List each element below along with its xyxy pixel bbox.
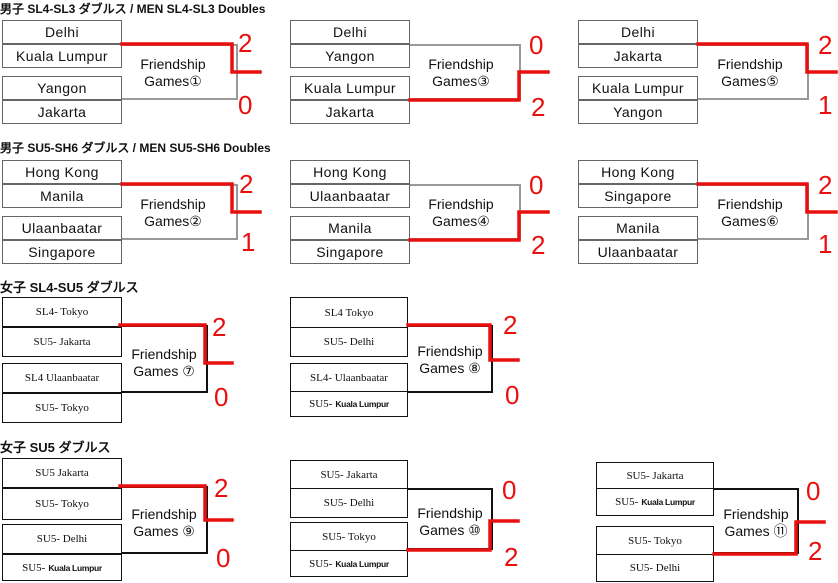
- team-slot: SU5- Tokyo: [596, 526, 714, 556]
- score-top: 2: [238, 28, 253, 58]
- team-slot: Yangon: [578, 100, 698, 124]
- score-bottom: 0: [238, 90, 253, 120]
- team-slot: Jakarta: [2, 100, 122, 124]
- team-slot: Ulaanbaatar: [2, 216, 122, 240]
- team-slot: SU5- Delhi: [290, 488, 408, 518]
- team-slot: Jakarta: [290, 100, 410, 124]
- team-slot: SL4 Tokyo: [290, 297, 408, 329]
- team-slot: SU5- Jakarta: [596, 462, 714, 490]
- score-bottom: 2: [504, 542, 519, 572]
- team-slot: SU5- Tokyo: [2, 488, 122, 520]
- team-slot: Yangon: [2, 76, 122, 100]
- team-slot: Manila: [290, 216, 410, 240]
- winner-path-games-6: [696, 182, 838, 214]
- winner-path-games-3: [408, 70, 550, 102]
- score-top: 2: [818, 170, 833, 200]
- score-bottom: 2: [531, 230, 546, 260]
- score-top: 0: [502, 475, 517, 505]
- team-slot: Hong Kong: [290, 160, 410, 184]
- team-slot: Singapore: [2, 240, 122, 264]
- winner-path-games-9: [118, 484, 234, 522]
- team-slot: Delhi: [290, 20, 410, 44]
- team-slot: Singapore: [578, 184, 698, 208]
- team-slot: Kuala Lumpur: [290, 76, 410, 100]
- team-slot: SU5-Kuala Lumpur: [290, 391, 408, 417]
- team-slot: Yangon: [290, 44, 410, 68]
- team-slot: Singapore: [290, 240, 410, 264]
- winner-path-games-2: [120, 182, 262, 214]
- team-slot: Kuala Lumpur: [578, 76, 698, 100]
- winner-path-games-4: [408, 210, 550, 242]
- score-bottom: 1: [818, 90, 833, 120]
- section-title-men-su5-sh6: 男子 SU5-SH6 ダブルス / MEN SU5-SH6 Doubles: [0, 141, 271, 155]
- score-top: 2: [212, 312, 227, 342]
- team-slot: SU5- Delhi: [290, 327, 408, 357]
- team-slot: SU5-Kuala Lumpur: [596, 488, 714, 516]
- team-slot: Kuala Lumpur: [2, 44, 122, 68]
- team-slot: SL4 Ulaanbaatar: [2, 363, 122, 393]
- team-slot: Hong Kong: [2, 160, 122, 184]
- team-slot: SU5- Delhi: [2, 524, 122, 554]
- winner-path-games-11: [712, 520, 826, 556]
- score-bottom: 0: [505, 380, 520, 410]
- team-slot: SL4- Ulaanbaatar: [290, 363, 408, 393]
- winner-path-games-5: [696, 42, 838, 74]
- team-slot: Ulaanbaatar: [290, 184, 410, 208]
- team-slot: Delhi: [2, 20, 122, 44]
- section-title-women-su5: 女子 SU5 ダブルス: [0, 440, 111, 455]
- team-slot: SU5-Kuala Lumpur: [2, 554, 122, 581]
- team-slot: SU5- Tokyo: [290, 522, 408, 552]
- team-slot: SU5- Delhi: [596, 554, 714, 582]
- score-bottom: 0: [216, 543, 231, 573]
- score-top: 2: [214, 473, 229, 503]
- winner-path-games-1: [120, 42, 262, 74]
- team-slot: SL4- Tokyo: [2, 297, 122, 327]
- team-slot: Hong Kong: [578, 160, 698, 184]
- score-bottom: 1: [241, 227, 256, 257]
- team-slot: SU5 Jakarta: [2, 458, 122, 488]
- team-slot: Delhi: [578, 20, 698, 44]
- score-bottom: 0: [214, 382, 229, 412]
- score-top: 0: [529, 30, 544, 60]
- section-title-women-sl4-su5: 女子 SL4-SU5 ダブルス: [0, 280, 139, 295]
- team-slot: SU5- Jakarta: [2, 327, 122, 357]
- team-slot: SU5- Tokyo: [2, 393, 122, 423]
- winner-path-games-8: [406, 323, 520, 362]
- team-slot: SU5- Jakarta: [290, 460, 408, 490]
- score-top: 2: [503, 310, 518, 340]
- score-top: 0: [529, 170, 544, 200]
- section-title-men-sl4-sl3: 男子 SL4-SL3 ダブルス / MEN SL4-SL3 Doubles: [0, 2, 266, 16]
- score-bottom: 2: [808, 536, 823, 566]
- score-bottom: 2: [531, 92, 546, 122]
- winner-path-games-7: [118, 323, 234, 365]
- team-slot: Manila: [578, 216, 698, 240]
- score-top: 0: [806, 476, 821, 506]
- team-slot: SU5-Kuala Lumpur: [290, 550, 408, 577]
- team-slot: Ulaanbaatar: [578, 240, 698, 264]
- score-bottom: 1: [818, 229, 833, 259]
- score-top: 2: [818, 30, 833, 60]
- score-top: 2: [239, 169, 254, 199]
- team-slot: Jakarta: [578, 44, 698, 68]
- winner-path-games-10: [406, 519, 520, 552]
- team-slot: Manila: [2, 184, 122, 208]
